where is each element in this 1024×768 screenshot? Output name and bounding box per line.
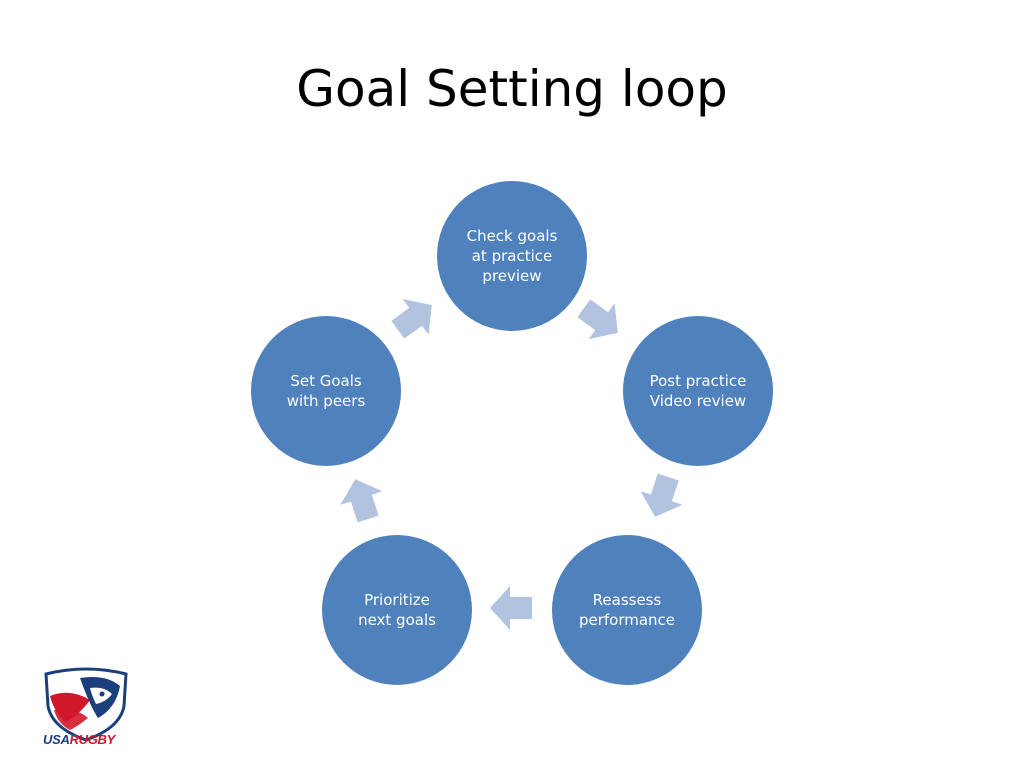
node-label: Check goals at practice preview [466,227,558,285]
node-label: Prioritize next goals [358,591,436,629]
logo-wordmark: USARUGBY [43,732,115,747]
arrow-4-to-5 [340,479,383,523]
node-label: Set Goals with peers [286,372,366,410]
logo-text-rugby: RUGBY [69,732,116,747]
node-label: Reassess performance [578,591,676,629]
cycle-node-reassess: Reassess performance [552,535,702,685]
arrow-5-to-1 [391,299,432,339]
slide-title: Goal Setting loop [296,60,728,118]
arrow-1-to-2 [577,299,618,339]
cycle-node-set-goals: Set Goals with peers [251,316,401,466]
cycle-node-check-goals: Check goals at practice preview [437,181,587,331]
node-label: Post practice Video review [649,372,747,410]
usa-rugby-logo [44,667,128,742]
cycle-node-video-review: Post practice Video review [623,316,773,466]
arrow-2-to-3 [640,473,683,517]
logo-text-usa: USA [43,732,70,747]
arrow-3-to-4 [490,586,532,630]
cycle-node-prioritize: Prioritize next goals [322,535,472,685]
